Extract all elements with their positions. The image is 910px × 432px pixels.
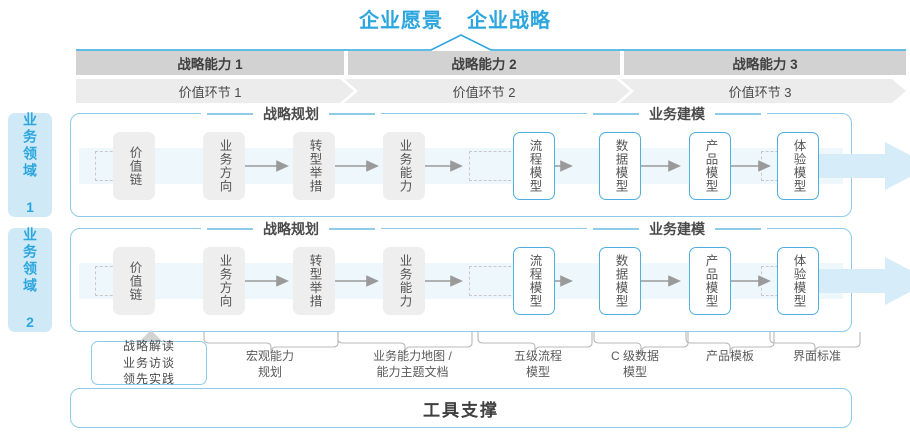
- capability-label-3: 战略能力 3: [732, 57, 798, 72]
- tool-support-title: 工具支撑: [423, 400, 499, 420]
- node-domain-1-6[interactable]: 产品模型: [689, 132, 731, 200]
- tool-input-line-3: 领先实践: [122, 372, 175, 387]
- node-domain-1-2[interactable]: 转型举措: [293, 132, 335, 200]
- domain-2-left-section-title: 战略规划: [263, 221, 319, 237]
- domain-1-right-section-title: 业务建模: [649, 106, 705, 122]
- tool-label-4: 产品模板: [675, 348, 785, 364]
- arrow-icon: [729, 160, 771, 172]
- domain-1-left-section: 战略规划: [201, 104, 381, 124]
- arrow-icon: [639, 275, 681, 287]
- capability-label-1: 战略能力 1: [177, 57, 243, 72]
- node-label: 体验模型: [791, 254, 806, 308]
- node-label: 业务能力: [397, 139, 412, 193]
- value-chain-label-2: 价值环节 2: [452, 84, 516, 100]
- node-label: 业务方向: [217, 254, 232, 308]
- node-domain-1-7[interactable]: 体验模型: [777, 132, 819, 200]
- domain-row-2: 战略规划 业务建模 价值链 业务方向 转型举措 业务能力 流程模型 数据模型 产…: [70, 219, 910, 332]
- node-label: 数据模型: [613, 139, 628, 193]
- node-label: 数据模型: [613, 254, 628, 308]
- capability-cell-2: 战略能力 2: [348, 51, 620, 75]
- node-label: 转型举措: [307, 254, 322, 308]
- capability-cell-3: 战略能力 3: [624, 51, 906, 75]
- tool-label-1: 业务能力地图 / 能力主题文档: [340, 348, 485, 380]
- arrow-icon: [243, 160, 289, 172]
- node-domain-2-0[interactable]: 价值链: [113, 247, 155, 315]
- domain-2-right-section: 业务建模: [587, 219, 767, 239]
- tool-input-line-1: 战略解读: [122, 338, 175, 353]
- node-domain-2-5[interactable]: 数据模型: [599, 247, 641, 315]
- node-domain-2-1[interactable]: 业务方向: [203, 247, 245, 315]
- vision-peak-connector: [76, 34, 906, 51]
- tool-input-box[interactable]: 战略解读 业务访谈 领先实践: [91, 338, 207, 387]
- node-label: 业务能力: [397, 254, 412, 308]
- node-label: 转型举措: [307, 139, 322, 193]
- domain-1-right-section: 业务建模: [587, 104, 767, 124]
- strategic-capability-row: 战略能力 1 战略能力 2 战略能力 3: [76, 51, 906, 75]
- side-label-domain-1: 业务领域 1: [8, 112, 52, 218]
- node-domain-1-3[interactable]: 业务能力: [383, 132, 425, 200]
- side-label-domain-1-text: 业务领域 1: [22, 112, 38, 218]
- domain-1-left-section-title: 战略规划: [263, 106, 319, 122]
- capability-cell-1: 战略能力 1: [76, 51, 344, 75]
- value-chain-cell-2: 价值环节 2: [344, 79, 630, 103]
- tool-label-2-line1: 五级流程: [513, 349, 562, 363]
- tool-bracket-connectors: [203, 332, 861, 355]
- node-domain-2-6[interactable]: 产品模型: [689, 247, 731, 315]
- node-domain-1-0[interactable]: 价值链: [113, 132, 155, 200]
- node-domain-2-4[interactable]: 流程模型: [513, 247, 555, 315]
- node-label: 价值链: [127, 260, 142, 302]
- node-domain-1-1[interactable]: 业务方向: [203, 132, 245, 200]
- tool-label-0: 宏观能力 规划: [205, 348, 335, 380]
- tool-support-container: 工具支撑: [70, 388, 852, 428]
- tool-label-1-line1: 业务能力地图 /: [373, 349, 452, 363]
- arrow-icon: [243, 275, 289, 287]
- domain-row-1: 战略规划 业务建模 价值链 业务方向 转型举措 业务能力 流程模型 数据模型 产…: [70, 104, 910, 217]
- tool-label-3-line2: 模型: [622, 365, 647, 380]
- vision-strategy-header: 企业愿景 企业战略: [0, 4, 910, 32]
- arrow-icon: [729, 275, 771, 287]
- arrow-icon: [423, 275, 463, 287]
- tool-label-5-line1: 界面标准: [792, 349, 841, 363]
- arrow-icon: [333, 160, 379, 172]
- node-domain-2-7[interactable]: 体验模型: [777, 247, 819, 315]
- node-label: 产品模型: [703, 254, 718, 308]
- enterprise-vision-title: 企业愿景: [359, 9, 443, 32]
- node-label: 流程模型: [527, 254, 542, 308]
- side-label-domain-2-text: 业务领域 2: [22, 227, 38, 333]
- tool-label-0-line2: 规划: [257, 365, 282, 380]
- node-label: 体验模型: [791, 139, 806, 193]
- node-label: 产品模型: [703, 139, 718, 193]
- tool-label-1-line2: 能力主题文档: [376, 365, 449, 380]
- enterprise-strategy-title: 企业战略: [467, 9, 551, 32]
- domain-1-flow-arrow-icon: [813, 142, 910, 190]
- tool-label-4-line1: 产品模板: [705, 349, 754, 363]
- node-label: 价值链: [127, 145, 142, 187]
- tool-label-2: 五级流程 模型: [478, 348, 598, 380]
- value-chain-label-1: 价值环节 1: [178, 84, 242, 100]
- arrow-icon: [333, 275, 379, 287]
- tool-label-2-line2: 模型: [525, 365, 550, 380]
- value-chain-row: 价值环节 1 价值环节 2 价值环节 3: [76, 79, 906, 103]
- node-domain-2-2[interactable]: 转型举措: [293, 247, 335, 315]
- arrow-icon: [639, 160, 681, 172]
- value-chain-cell-1: 价值环节 1: [76, 79, 354, 103]
- node-label: 业务方向: [217, 139, 232, 193]
- tool-input-line-2: 业务访谈: [122, 355, 175, 370]
- arrow-icon: [423, 160, 463, 172]
- domain-2-flow-arrow-icon: [813, 257, 910, 305]
- tool-label-0-line1: 宏观能力: [245, 349, 294, 363]
- domain-2-left-section: 战略规划: [201, 219, 381, 239]
- side-label-domain-2: 业务领域 2: [8, 227, 52, 333]
- tool-label-3-line1: C 级数据: [610, 349, 659, 363]
- domain-2-right-section-title: 业务建模: [649, 221, 705, 237]
- node-domain-2-3[interactable]: 业务能力: [383, 247, 425, 315]
- tool-label-3: C 级数据 模型: [580, 348, 690, 380]
- node-domain-1-4[interactable]: 流程模型: [513, 132, 555, 200]
- value-chain-cell-3: 价值环节 3: [620, 79, 906, 103]
- value-chain-label-3: 价值环节 3: [728, 84, 792, 100]
- node-domain-1-5[interactable]: 数据模型: [599, 132, 641, 200]
- tool-label-5: 界面标准: [762, 348, 872, 364]
- capability-label-2: 战略能力 2: [451, 57, 517, 72]
- node-label: 流程模型: [527, 139, 542, 193]
